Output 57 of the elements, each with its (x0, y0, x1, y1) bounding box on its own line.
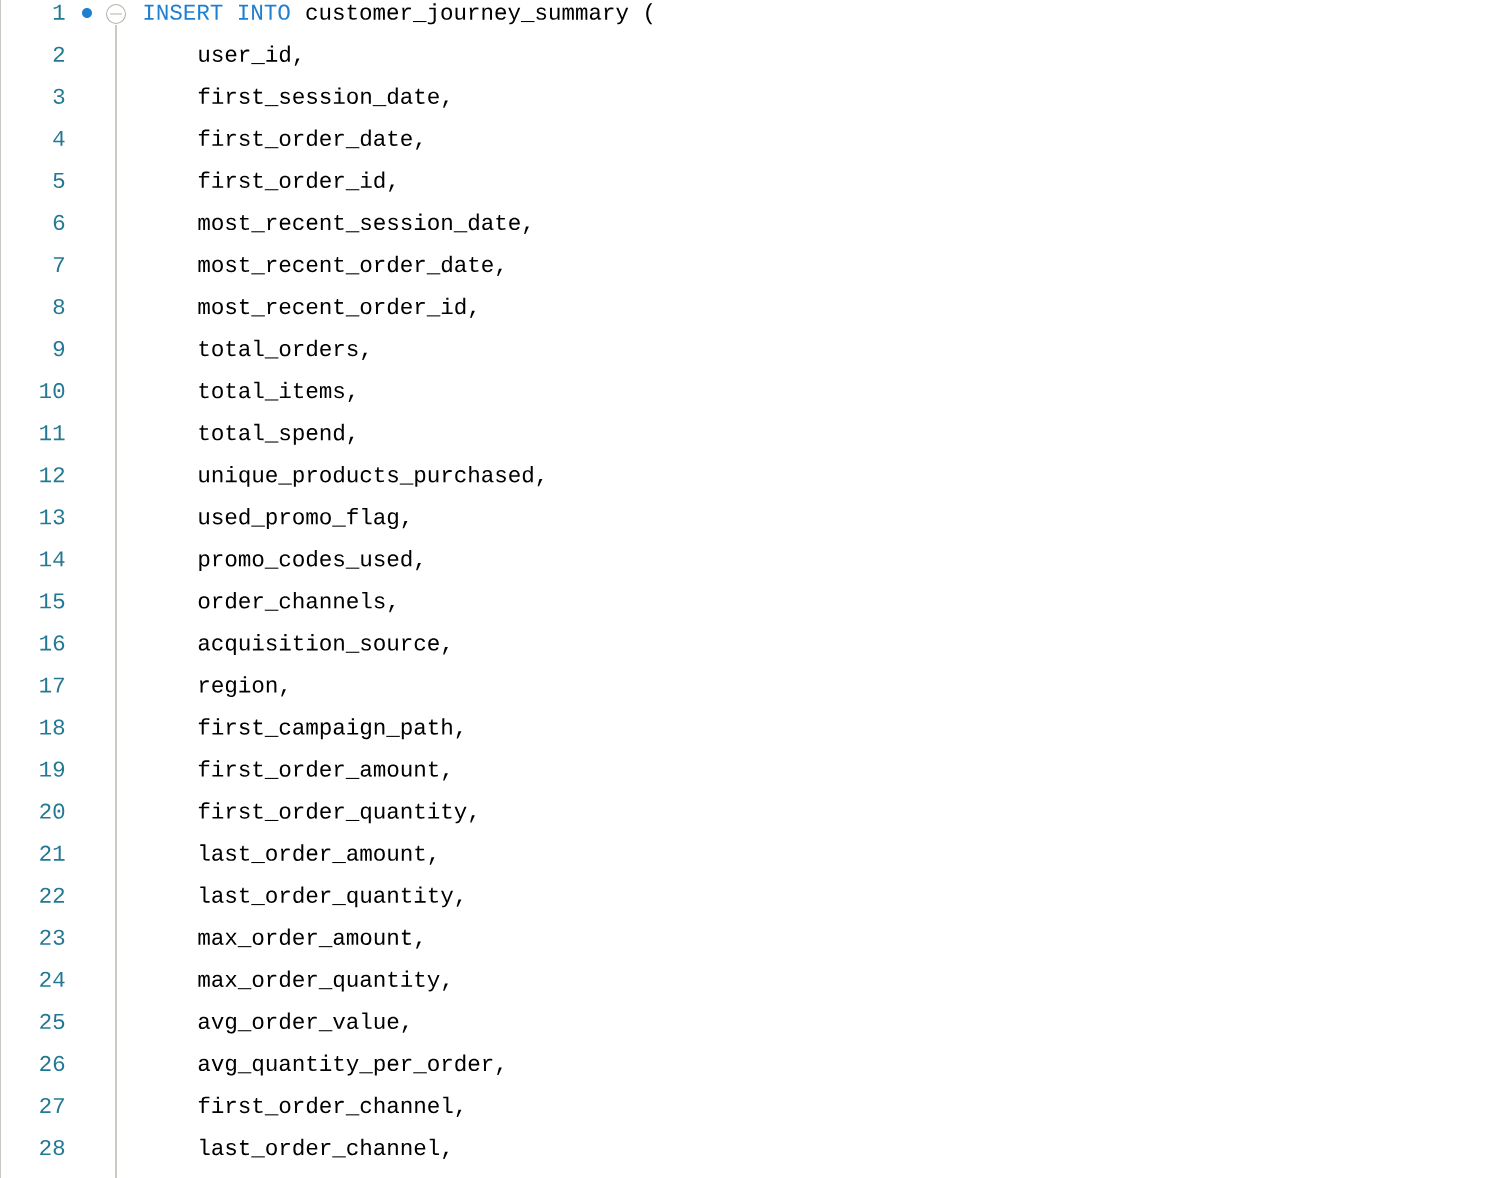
code-text: acquisition_source, (198, 634, 448, 656)
line-number: 13 (40, 509, 65, 525)
line-number: 10 (40, 383, 65, 399)
line-number: 20 (40, 803, 65, 819)
code-text: used_promo_flag, (199, 507, 408, 529)
code-text: total_orders, (199, 339, 367, 361)
line-number: 6 (53, 214, 65, 231)
line-number: 19 (40, 761, 65, 777)
line-number: 7 (53, 257, 64, 272)
code-text: region, (200, 676, 286, 698)
line-number: 3 (53, 88, 65, 104)
line-number: 9 (53, 341, 65, 357)
line-number: 23 (40, 929, 65, 945)
code-text: first_order_channel, (198, 1096, 462, 1117)
line-number: 1 (53, 4, 65, 20)
line-number: 14 (40, 551, 65, 567)
line-number: 27 (40, 1097, 64, 1113)
code-text: max_order_amount, (198, 928, 421, 949)
code-text: unique_products_purchased, (199, 465, 543, 487)
line-number: 26 (40, 1055, 65, 1072)
code-text: first_order_amount, (198, 760, 448, 781)
line-number: 16 (40, 635, 65, 651)
line-number: 8 (53, 298, 65, 315)
line-number: 18 (40, 719, 65, 735)
code-text: first_campaign_path, (198, 718, 462, 740)
code-text: customer_journey_summary ( (306, 3, 653, 25)
sql-keyword: INSERT INTO (144, 4, 290, 20)
code-text: first_session_date, (198, 87, 448, 108)
code-text: first_order_date, (198, 129, 421, 150)
code-text: first_order_quantity, (198, 802, 475, 824)
code-text: most_recent_order_date, (198, 255, 502, 276)
code-text: last_order_channel, (200, 1138, 448, 1159)
code-text: total_spend, (199, 423, 354, 445)
line-number: 21 (40, 845, 65, 861)
code-text: user_id, (199, 45, 300, 66)
line-number: 5 (53, 173, 65, 189)
line-number: 15 (40, 593, 65, 609)
code-text: most_recent_order_id, (198, 297, 475, 318)
code-text: order_channels, (198, 592, 394, 613)
code-text: total_items, (199, 381, 354, 403)
code-text: first_order_id, (198, 171, 394, 192)
line-number: 11 (40, 425, 65, 441)
line-number: 24 (40, 971, 65, 987)
code-text: last_order_quantity, (200, 886, 462, 908)
line-number: 17 (40, 677, 64, 693)
code-text: avg_quantity_per_order, (198, 1054, 502, 1076)
code-text: promo_codes_used, (199, 550, 421, 571)
code-text: avg_order_value, (198, 1012, 408, 1034)
line-number: 4 (53, 131, 65, 146)
code-text: last_order_amount, (200, 844, 435, 865)
line-number: 22 (40, 887, 65, 903)
line-number: 2 (53, 46, 65, 62)
line-number: 12 (40, 467, 65, 483)
line-number: 28 (40, 1139, 65, 1156)
line-number: 25 (40, 1013, 65, 1030)
code-text: max_order_quantity, (198, 970, 448, 992)
code-text: most_recent_session_date, (198, 213, 529, 234)
